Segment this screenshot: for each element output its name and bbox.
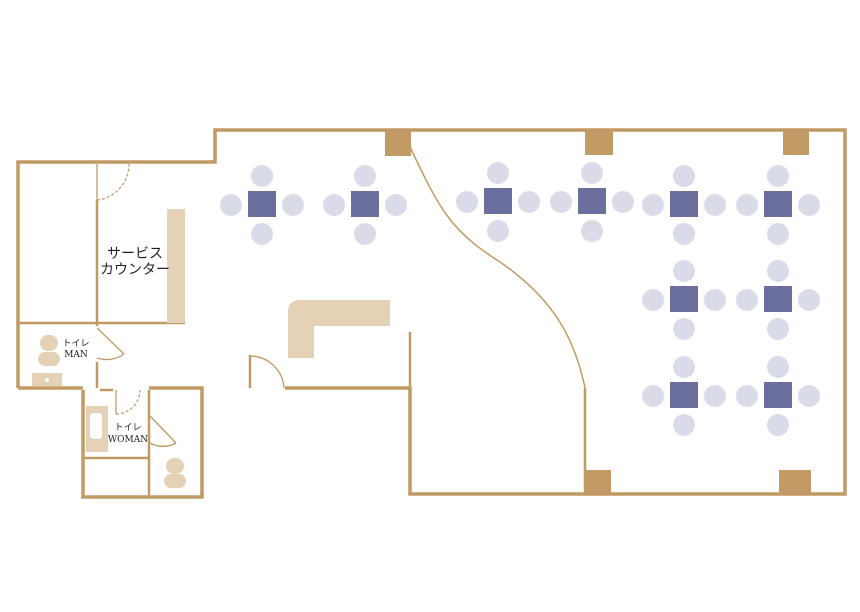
chair xyxy=(736,194,758,216)
chair xyxy=(736,289,758,311)
chair xyxy=(798,194,820,216)
service-counter-label: サービス xyxy=(107,246,163,262)
table-set xyxy=(736,260,820,340)
pillar xyxy=(385,130,411,156)
toilet-woman-label: トイレ xyxy=(114,423,141,433)
chair xyxy=(518,191,540,213)
reception-counter xyxy=(288,300,390,358)
toilet-man-label: トイレ xyxy=(62,339,89,349)
chair xyxy=(581,220,603,242)
tables-group xyxy=(220,162,820,436)
labels: サービス カウンター トイレ MAN トイレ WOMAN xyxy=(62,246,170,445)
table xyxy=(351,191,379,217)
chair xyxy=(704,385,726,407)
service-counter-desk xyxy=(167,209,185,323)
chair xyxy=(487,220,509,242)
curved-partition xyxy=(409,146,586,389)
chair xyxy=(673,260,695,282)
chair xyxy=(704,194,726,216)
service-door[interactable] xyxy=(96,163,130,201)
chair xyxy=(323,194,345,216)
doors xyxy=(96,163,285,447)
chair xyxy=(673,223,695,245)
table-set xyxy=(220,165,304,245)
fixtures xyxy=(32,209,390,488)
man-toilet-door[interactable] xyxy=(96,327,125,361)
toilet-man-label: MAN xyxy=(64,350,88,360)
table-set xyxy=(323,165,407,245)
chair xyxy=(767,223,789,245)
pillars xyxy=(385,130,811,494)
toilet-woman xyxy=(164,458,186,488)
chair xyxy=(282,194,304,216)
table-set xyxy=(736,165,820,245)
table xyxy=(670,191,698,217)
chair xyxy=(673,165,695,187)
table xyxy=(670,286,698,312)
table-set xyxy=(736,356,820,436)
sink-woman xyxy=(86,406,108,452)
outer-walls xyxy=(16,128,847,499)
chair xyxy=(642,289,664,311)
pillar xyxy=(585,130,613,155)
toilet-woman-label: WOMAN xyxy=(108,435,148,445)
chair xyxy=(581,162,603,184)
entrance-door[interactable] xyxy=(249,355,285,389)
table xyxy=(764,382,792,408)
table xyxy=(248,191,276,217)
table-set xyxy=(642,356,726,436)
chair xyxy=(550,191,572,213)
table xyxy=(764,191,792,217)
table-set xyxy=(550,162,634,242)
chair xyxy=(767,165,789,187)
chair xyxy=(767,414,789,436)
table xyxy=(578,188,606,214)
chair xyxy=(642,385,664,407)
chair xyxy=(251,165,273,187)
table xyxy=(764,286,792,312)
table xyxy=(484,188,512,214)
chair xyxy=(612,191,634,213)
chair xyxy=(220,194,242,216)
main-outline xyxy=(16,128,847,496)
table xyxy=(670,382,698,408)
sink-man xyxy=(32,373,62,386)
chair xyxy=(673,414,695,436)
chair xyxy=(385,194,407,216)
woman-outer-door[interactable] xyxy=(115,389,141,415)
table-set xyxy=(642,165,726,245)
women-outline xyxy=(81,386,204,499)
chair xyxy=(798,289,820,311)
table-set xyxy=(642,260,726,340)
woman-stall-door[interactable] xyxy=(149,415,177,447)
chair xyxy=(354,165,376,187)
service-counter-label: カウンター xyxy=(100,262,170,278)
table-set xyxy=(456,162,540,242)
chair xyxy=(767,318,789,340)
chair xyxy=(487,162,509,184)
chair xyxy=(642,194,664,216)
pillar xyxy=(783,130,809,155)
chair xyxy=(456,191,478,213)
chair xyxy=(251,223,273,245)
chair xyxy=(673,318,695,340)
chair xyxy=(704,289,726,311)
chair xyxy=(736,385,758,407)
pillar xyxy=(779,470,811,494)
chair xyxy=(354,223,376,245)
pillar xyxy=(585,470,611,494)
toilet-man xyxy=(38,335,60,366)
chair xyxy=(767,356,789,378)
chair xyxy=(798,385,820,407)
chair xyxy=(673,356,695,378)
chair xyxy=(767,260,789,282)
